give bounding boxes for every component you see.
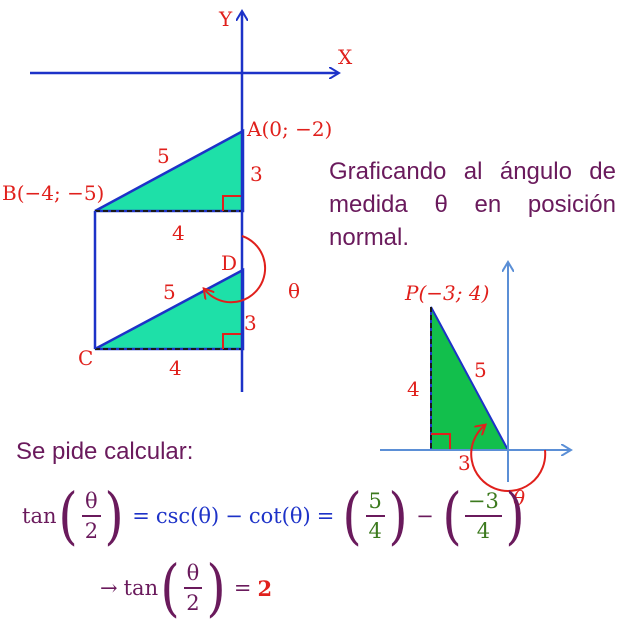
right-figure: P(−3; 4) 5 4 3 θ: [380, 263, 570, 510]
point-c-label: C: [78, 346, 93, 370]
first-fraction: 5 4: [365, 489, 385, 543]
second-numerator: −3: [464, 489, 502, 517]
x-axis-label: X: [338, 45, 353, 69]
upper-vertical-leg-label: 3: [250, 162, 263, 186]
point-p-label: P(−3; 4): [404, 281, 489, 305]
second-denominator: 4: [476, 519, 491, 543]
theta-label-left: θ: [288, 279, 300, 303]
result-tan-function: tan: [123, 576, 159, 600]
result-value: 2: [257, 575, 273, 601]
point-d-label: D: [221, 251, 237, 275]
half-angle-group: ( θ 2 ): [58, 479, 124, 552]
upper-right-angle-mark: [222, 195, 243, 211]
result-half-angle-fraction: θ 2: [183, 561, 203, 615]
upper-horizontal-leg-label: 4: [172, 221, 185, 245]
point-b-label: B(−4; −5): [2, 181, 104, 205]
left-figure: Y X A(0; −2) B(−4; −5) C D 5 3 4 5 3 4 θ: [2, 7, 353, 392]
cot-term: cot(θ): [248, 504, 311, 528]
lower-vertical-leg-label: 3: [244, 311, 257, 335]
right-angle-mark: [431, 433, 451, 450]
csc-term: csc(θ): [155, 504, 220, 528]
lower-hypotenuse-label: 5: [163, 280, 176, 304]
y-axis-label: Y: [218, 7, 233, 31]
lower-right-angle-mark: [222, 333, 243, 349]
lower-horizontal-leg-label: 4: [169, 356, 182, 380]
theta-arc-left: [205, 235, 267, 304]
right-hypotenuse-label: 5: [474, 358, 487, 382]
theta-arc-right: [470, 426, 547, 492]
prompt-text: Se pide calcular:: [16, 438, 194, 465]
result-equation: → tan ( θ 2 ) = 2: [100, 557, 272, 619]
main-equation: tan ( θ 2 ) = csc(θ) − cot(θ) = ( 5 4 ) …: [22, 485, 527, 547]
point-a-label: A(0; −2): [246, 117, 332, 141]
second-fraction-group: ( −3 4 ): [442, 479, 525, 552]
half-angle-denominator: 2: [84, 519, 99, 543]
half-angle-numerator: θ: [82, 489, 101, 517]
first-denominator: 4: [368, 519, 382, 543]
first-numerator: 5: [365, 489, 385, 517]
equals-sign: =: [132, 504, 150, 528]
second-fraction: −3 4: [464, 489, 502, 543]
equals-sign-2: =: [316, 504, 335, 528]
tan-function: tan: [22, 504, 57, 528]
result-equals-sign: =: [233, 576, 252, 600]
description-text: Graficando al ángulo de medida θ en posi…: [329, 158, 616, 251]
arrow-symbol: →: [100, 576, 118, 600]
right-horizontal-leg-label: 3: [458, 451, 471, 475]
upper-hypotenuse-label: 5: [157, 144, 170, 168]
right-vertical-leg-label: 4: [407, 377, 420, 401]
minus-sign: −: [225, 504, 243, 528]
upper-triangle: [94, 128, 245, 213]
minus-sign-2: −: [416, 504, 434, 528]
green-triangle: [430, 306, 510, 451]
result-half-angle-group: ( θ 2 ): [160, 551, 226, 624]
result-half-angle-denominator: 2: [186, 591, 200, 615]
result-half-angle-numerator: θ: [183, 561, 203, 589]
half-angle-fraction: θ 2: [82, 489, 101, 543]
theta-label-right: θ: [513, 486, 525, 510]
first-fraction-group: ( 5 4 ): [342, 479, 408, 552]
